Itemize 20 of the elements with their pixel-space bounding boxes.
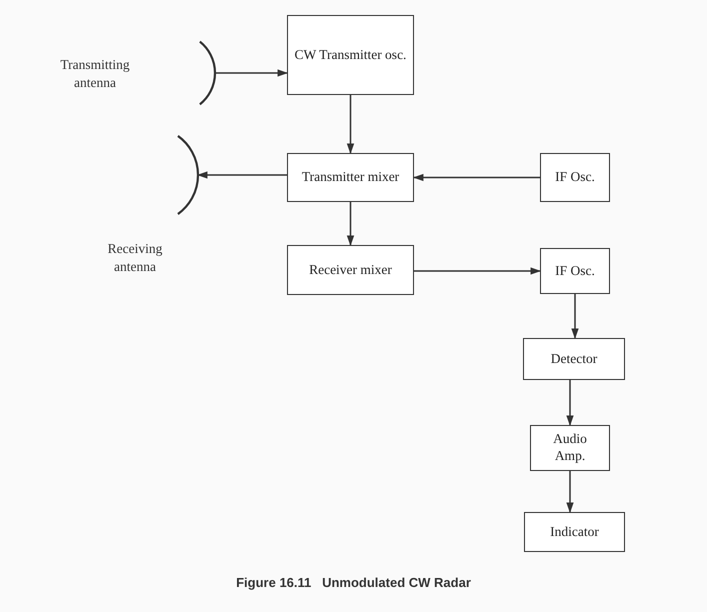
arrow — [196, 171, 287, 179]
arrow — [346, 202, 354, 246]
arrow — [412, 174, 540, 182]
arrow — [414, 267, 542, 275]
process-box: Transmitter mixer — [287, 153, 414, 202]
arrow — [571, 294, 579, 340]
antenna-label: Receiving antenna — [106, 240, 164, 276]
arrow — [566, 380, 574, 426]
process-box: Detector — [523, 338, 625, 380]
process-box: IF Osc. — [540, 248, 610, 294]
process-box: Indicator — [524, 512, 625, 552]
process-box: CW Transmitter osc. — [287, 15, 414, 95]
process-box: IF Osc. — [540, 153, 610, 202]
antenna-label: Transmitting antenna — [59, 56, 131, 92]
process-box: Audio Amp. — [530, 425, 610, 471]
process-box: Receiver mixer — [287, 245, 414, 295]
figure-caption: Figure 16.11 Unmodulated CW Radar — [235, 575, 472, 590]
arrow — [346, 95, 354, 154]
arrow — [215, 69, 288, 77]
arrow — [566, 471, 574, 514]
